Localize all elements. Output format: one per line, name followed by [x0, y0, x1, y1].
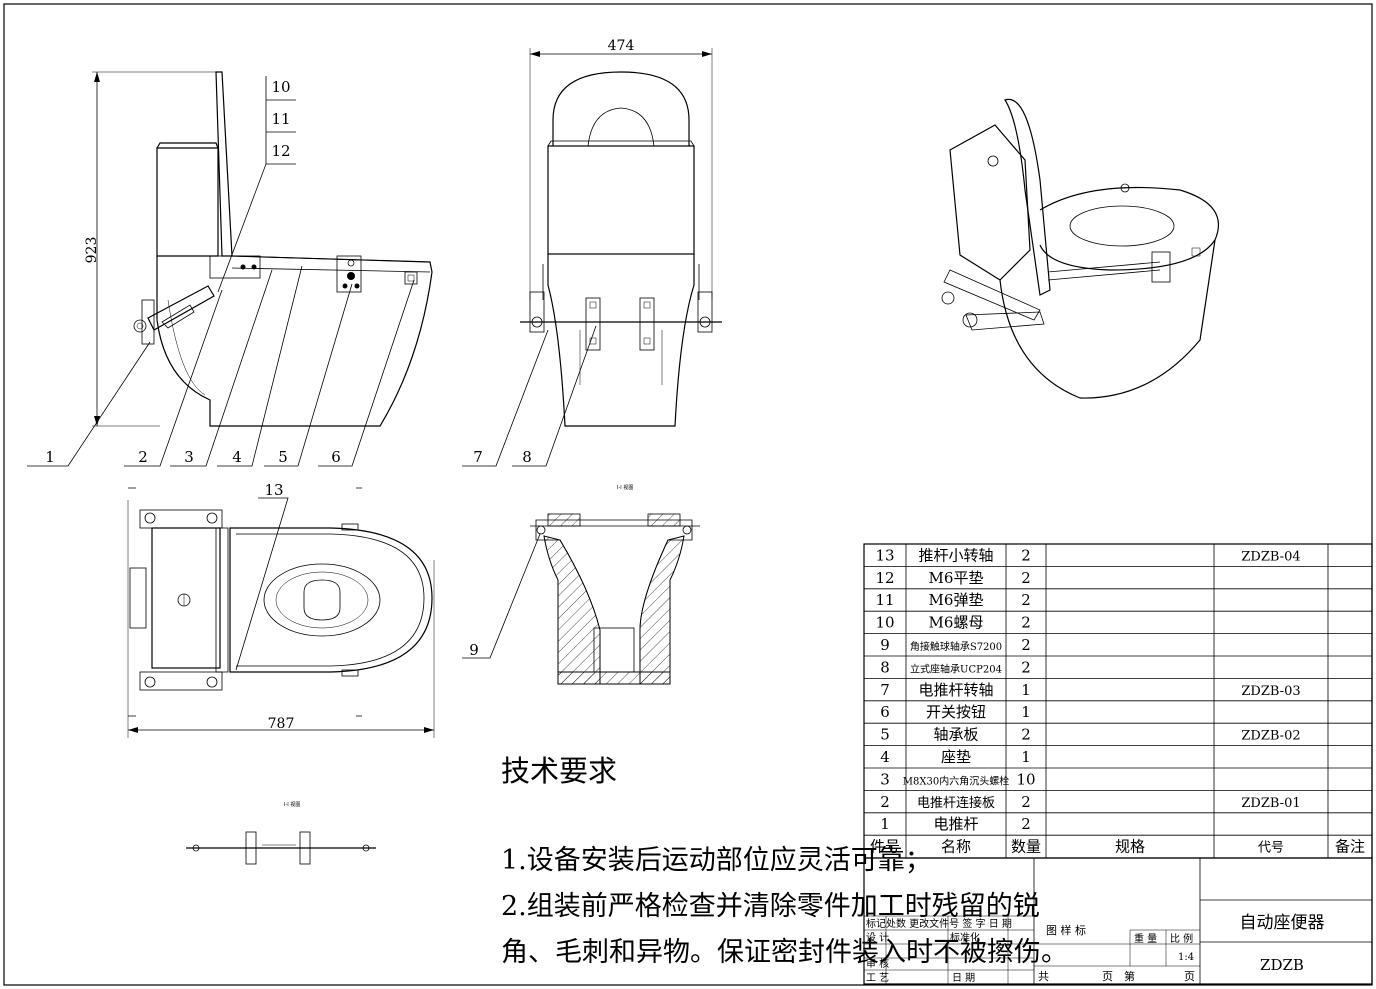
- callout-6: 6: [331, 448, 341, 466]
- tech-requirements-title: 技术要求: [501, 754, 618, 788]
- callout-10: 10: [271, 78, 290, 96]
- dim-height: 923: [84, 237, 100, 264]
- bom-cell-name: 电推杆转轴: [918, 681, 993, 699]
- tb-process: 工 艺: [866, 972, 889, 984]
- bom-cell-code: ZDZB-01: [1241, 796, 1300, 811]
- bom-cell-qty: 2: [1021, 793, 1031, 811]
- bom-cell-no: 13: [875, 546, 894, 564]
- tb-drawing-code: ZDZB: [1260, 956, 1304, 974]
- bom-cell-name: M8X30内六角沉头螺栓: [903, 774, 1009, 787]
- callout-4: 4: [232, 448, 242, 466]
- bom-cell-qty: 10: [1016, 770, 1035, 788]
- bom-cell-qty: 2: [1021, 658, 1031, 676]
- bom-cell-code: ZDZB-04: [1241, 549, 1300, 564]
- bom-cell-no: 10: [875, 614, 894, 632]
- bom-cell-name: M6平垫: [929, 569, 984, 587]
- tech-requirement-1: 1.设备安装后运动部位应灵活可靠；: [501, 845, 932, 876]
- bom-cell-qty: 2: [1021, 569, 1031, 587]
- callout-5: 5: [278, 448, 288, 466]
- callout-8: 8: [522, 448, 532, 466]
- tech-requirement-2: 2.组装前严格检查并清除零件加工时残留的锐: [501, 891, 1040, 922]
- bom-cell-qty: 数量: [1011, 838, 1041, 856]
- bom-cell-no: 3: [880, 770, 890, 788]
- bom-cell-no: 12: [875, 569, 894, 587]
- bom-cell-code: ZDZB-02: [1241, 729, 1300, 744]
- dim-length: 787: [268, 716, 295, 732]
- front-view: 474 7 8: [462, 38, 722, 467]
- bom-cell-qty: 2: [1021, 591, 1031, 609]
- isometric-view: [941, 98, 1220, 399]
- tb-product-name: 自动座便器: [1240, 913, 1325, 933]
- tb-scale-label: 比 例: [1170, 932, 1193, 945]
- callout-9: 9: [469, 641, 479, 659]
- tb-standard: 标准化: [950, 931, 980, 944]
- bom-cell-name: 开关按钮: [926, 703, 986, 721]
- bom-cell-qty: 1: [1021, 748, 1031, 766]
- bom-cell-no: 4: [880, 748, 890, 766]
- bom-cell-no: 8: [880, 658, 890, 676]
- tb-sheet: 第: [1124, 969, 1135, 983]
- bom-cell-no: 6: [880, 703, 890, 721]
- top-view: 787 13: [127, 481, 435, 738]
- tb-total: 共: [1038, 970, 1049, 983]
- bom-cell-no: 7: [880, 681, 890, 699]
- tb-weight: 重 量: [1134, 932, 1157, 945]
- bom-cell-spec: 规格: [1115, 838, 1145, 856]
- axle-detail: [186, 831, 376, 865]
- bom-cell-name: 名称: [941, 838, 971, 856]
- title-block: 标记处数 更改文件号 签 字 日 期 设 计 标准化 审 核 工 艺 日 期 图…: [863, 857, 1373, 985]
- tb-page2: 页: [1184, 970, 1195, 983]
- bom-cell-no: 1: [880, 815, 890, 833]
- bom-cell-qty: 1: [1021, 681, 1031, 699]
- bom-cell-qty: 2: [1021, 546, 1031, 564]
- tb-marks: 标记处数 更改文件号 签 字 日 期: [866, 917, 1012, 930]
- callout-12: 12: [271, 142, 290, 160]
- bom-cell-name: 角接触球轴承S7200: [910, 640, 1002, 653]
- section-view: 9: [462, 513, 700, 685]
- bom-cell-no: 9: [880, 636, 890, 654]
- tb-design: 设 计: [866, 931, 889, 944]
- bom-cell-name: M6弹垫: [929, 591, 984, 609]
- bom-cell-name: 立式座轴承UCP204: [910, 662, 1002, 675]
- tb-date: 日 期: [952, 972, 975, 984]
- bom-cell-name: 座垫: [941, 748, 971, 766]
- tb-page: 页: [1102, 970, 1113, 983]
- dim-width-top: 474: [608, 38, 635, 54]
- bom-cell-code: ZDZB-03: [1241, 684, 1300, 699]
- bom-cell-code: 代号: [1258, 841, 1284, 856]
- bom-cell-no: 件号: [870, 838, 900, 856]
- callout-11: 11: [271, 110, 290, 128]
- bom-cell-name: 轴承板: [933, 726, 978, 744]
- tb-check: 审 核: [866, 957, 889, 970]
- view-label-1: I-I 视图: [617, 484, 633, 491]
- bom-cell-no: 5: [880, 726, 890, 744]
- bom-cell-no: 11: [875, 591, 894, 609]
- tb-sample: 图 样 标: [1046, 923, 1086, 937]
- sheet-border: [3, 3, 1373, 986]
- bom-cell-name: 电推杆连接板: [917, 795, 995, 811]
- tech-requirement-3: 角、毛刺和异物。保证密封件装入时不被擦伤。: [501, 937, 1068, 968]
- view-label-2: I-I 视图: [284, 801, 300, 808]
- callout-2: 2: [138, 448, 148, 466]
- bom-cell-qty: 2: [1021, 614, 1031, 632]
- callout-3: 3: [184, 448, 194, 466]
- callout-13: 13: [264, 481, 283, 499]
- side-view: 923 1 2 3: [27, 71, 433, 467]
- callout-7: 7: [473, 448, 483, 466]
- bom-cell-qty: 2: [1021, 726, 1031, 744]
- bom-cell-name: 推杆小转轴: [918, 546, 993, 564]
- bom-cell-no: 2: [880, 793, 890, 811]
- bom-cell-qty: 1: [1021, 703, 1031, 721]
- tb-scale: 1:4: [1178, 952, 1194, 963]
- callout-1: 1: [45, 448, 55, 466]
- bom-cell-qty: 2: [1021, 636, 1031, 654]
- bom-cell-qty: 2: [1021, 815, 1031, 833]
- bom-cell-name: 电推杆: [933, 815, 978, 833]
- bom-cell-note: 备注: [1335, 838, 1365, 856]
- bom-cell-name: M6螺母: [929, 614, 984, 632]
